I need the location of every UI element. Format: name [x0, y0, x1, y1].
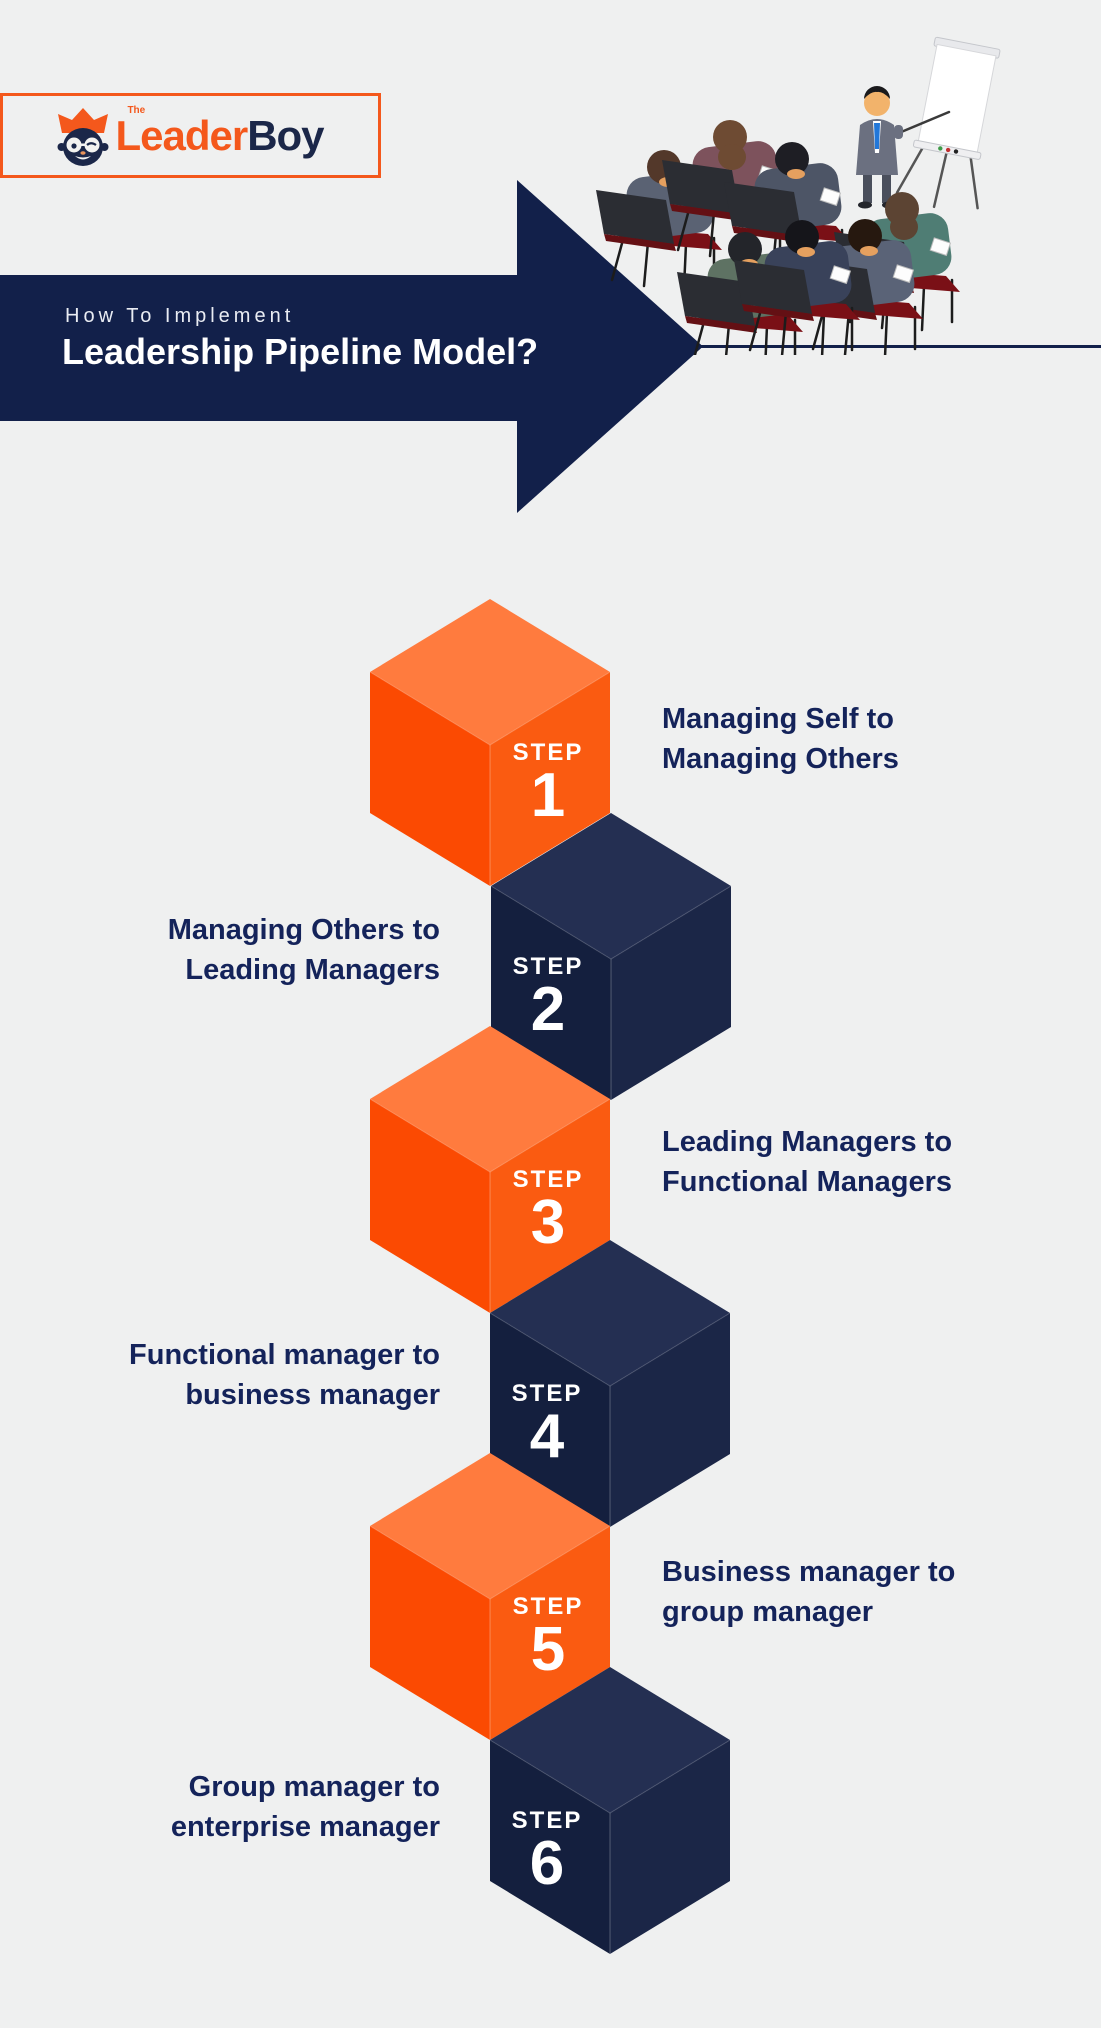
- step-number: 6: [529, 1829, 565, 1898]
- page-title: Leadership Pipeline Model?: [62, 331, 539, 372]
- crowned-boy-face-icon: [57, 107, 109, 166]
- logo-boy: Boy: [247, 111, 324, 159]
- step-label-3: Leading Managers to Functional Managers: [662, 1126, 953, 1198]
- step-number: 5: [530, 1615, 566, 1684]
- step-word: STEP: [511, 1807, 583, 1834]
- step-word: STEP: [512, 953, 584, 980]
- audience-front-row: [675, 190, 962, 355]
- flipchart-easel: [895, 36, 1001, 210]
- step-number: 1: [530, 761, 566, 830]
- step-label-1: Managing Self to Managing Others: [662, 703, 899, 775]
- step-word: STEP: [512, 739, 584, 766]
- divider-line: [690, 345, 1101, 348]
- step-number: 2: [530, 975, 566, 1044]
- step-label-2: Managing Others to Leading Managers: [167, 914, 440, 986]
- arrow-banner-body: [0, 275, 517, 421]
- classroom-presentation-illustration: [594, 36, 1001, 355]
- step-label-5: Business manager to group manager: [662, 1556, 956, 1628]
- step-word: STEP: [511, 1380, 583, 1407]
- step-number: 4: [529, 1402, 565, 1471]
- step-number: 3: [530, 1188, 566, 1257]
- step-word: STEP: [512, 1166, 584, 1193]
- step-label-4: Functional manager to business manager: [129, 1339, 440, 1411]
- audience-back-row: [594, 118, 852, 290]
- step-label-6: Group manager to enterprise manager: [170, 1771, 440, 1843]
- banner-kicker: How To Implement: [65, 305, 295, 327]
- step-word: STEP: [512, 1593, 584, 1620]
- logo-the: The: [127, 104, 146, 116]
- logo-leader: Leader: [115, 111, 248, 159]
